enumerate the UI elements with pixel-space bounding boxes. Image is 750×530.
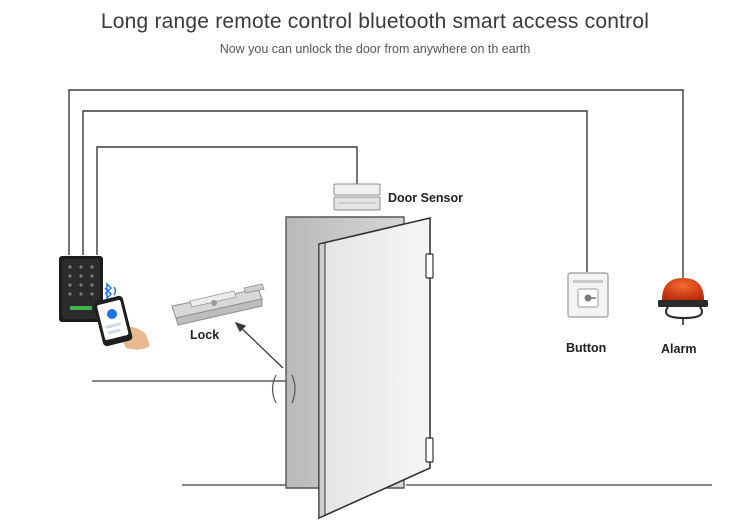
keypad-reader-icon — [59, 256, 103, 322]
electric-lock-icon — [171, 283, 265, 326]
wiring — [68, 89, 684, 280]
door-sensor-icon — [333, 183, 381, 211]
bluetooth-icon — [104, 282, 117, 300]
diagram-subtitle: Now you can unlock the door from anywher… — [219, 42, 531, 56]
door-leaf — [318, 216, 431, 520]
smartphone-icon — [93, 295, 150, 350]
wire-button — [82, 110, 588, 272]
lock-label: Lock — [190, 328, 220, 342]
door-leaf-edge — [318, 242, 326, 519]
alarm-label: Alarm — [661, 342, 697, 356]
door-sensor-label: Door Sensor — [388, 191, 464, 205]
hinge-icon — [425, 253, 434, 463]
alarm-siren-icon — [658, 278, 708, 325]
button-label: Button — [566, 341, 607, 355]
strike-arcs — [271, 374, 296, 404]
wire-alarm — [68, 89, 684, 280]
wire-door-sensor — [96, 146, 358, 255]
exit-button-icon — [567, 272, 609, 318]
lock-pointer-arrow — [234, 321, 284, 369]
diagram-title: Long range remote control bluetooth smar… — [100, 10, 650, 33]
